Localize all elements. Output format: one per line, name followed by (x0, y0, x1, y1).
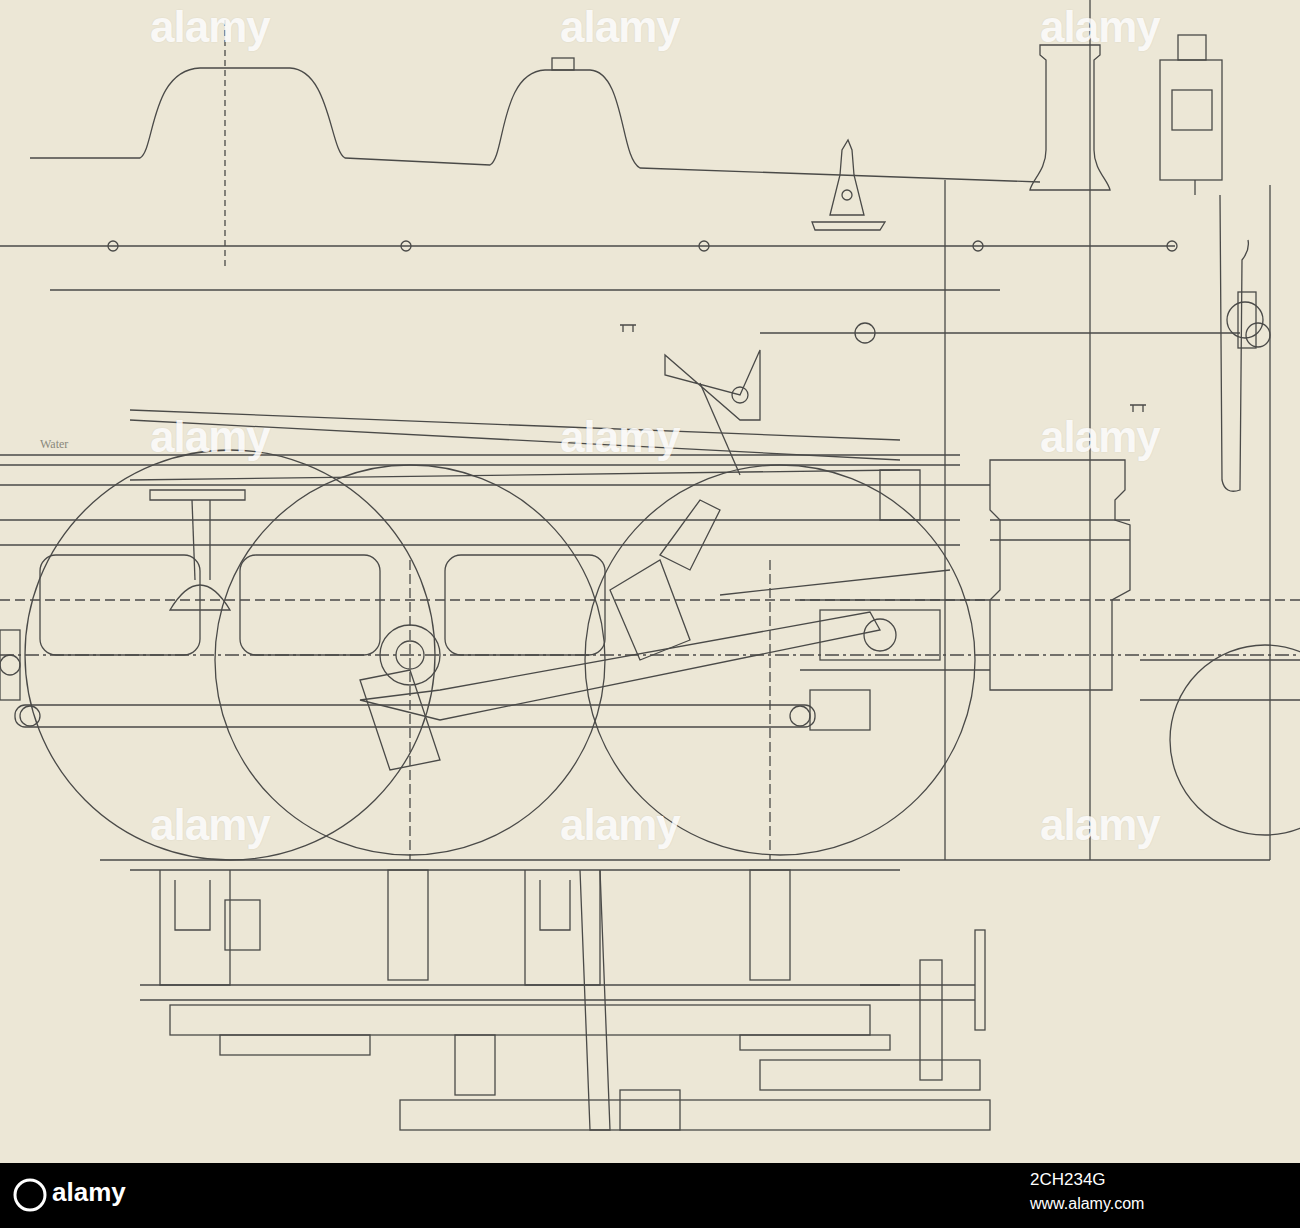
watermark: alamy (1040, 800, 1160, 850)
image-id: 2CH234G (1030, 1170, 1106, 1190)
website: www.alamy.com (1030, 1195, 1144, 1213)
watermark: alamy (560, 2, 680, 52)
watermark: alamy (1040, 2, 1160, 52)
watermark: alamy (150, 412, 270, 462)
watermark: alamy (150, 800, 270, 850)
watermark: alamy (560, 412, 680, 462)
brand-name: alamy (52, 1177, 126, 1208)
watermark: alamy (150, 2, 270, 52)
watermark: alamy (560, 800, 680, 850)
watermark: alamy (1040, 412, 1160, 462)
drawing-note: Water (40, 437, 68, 452)
